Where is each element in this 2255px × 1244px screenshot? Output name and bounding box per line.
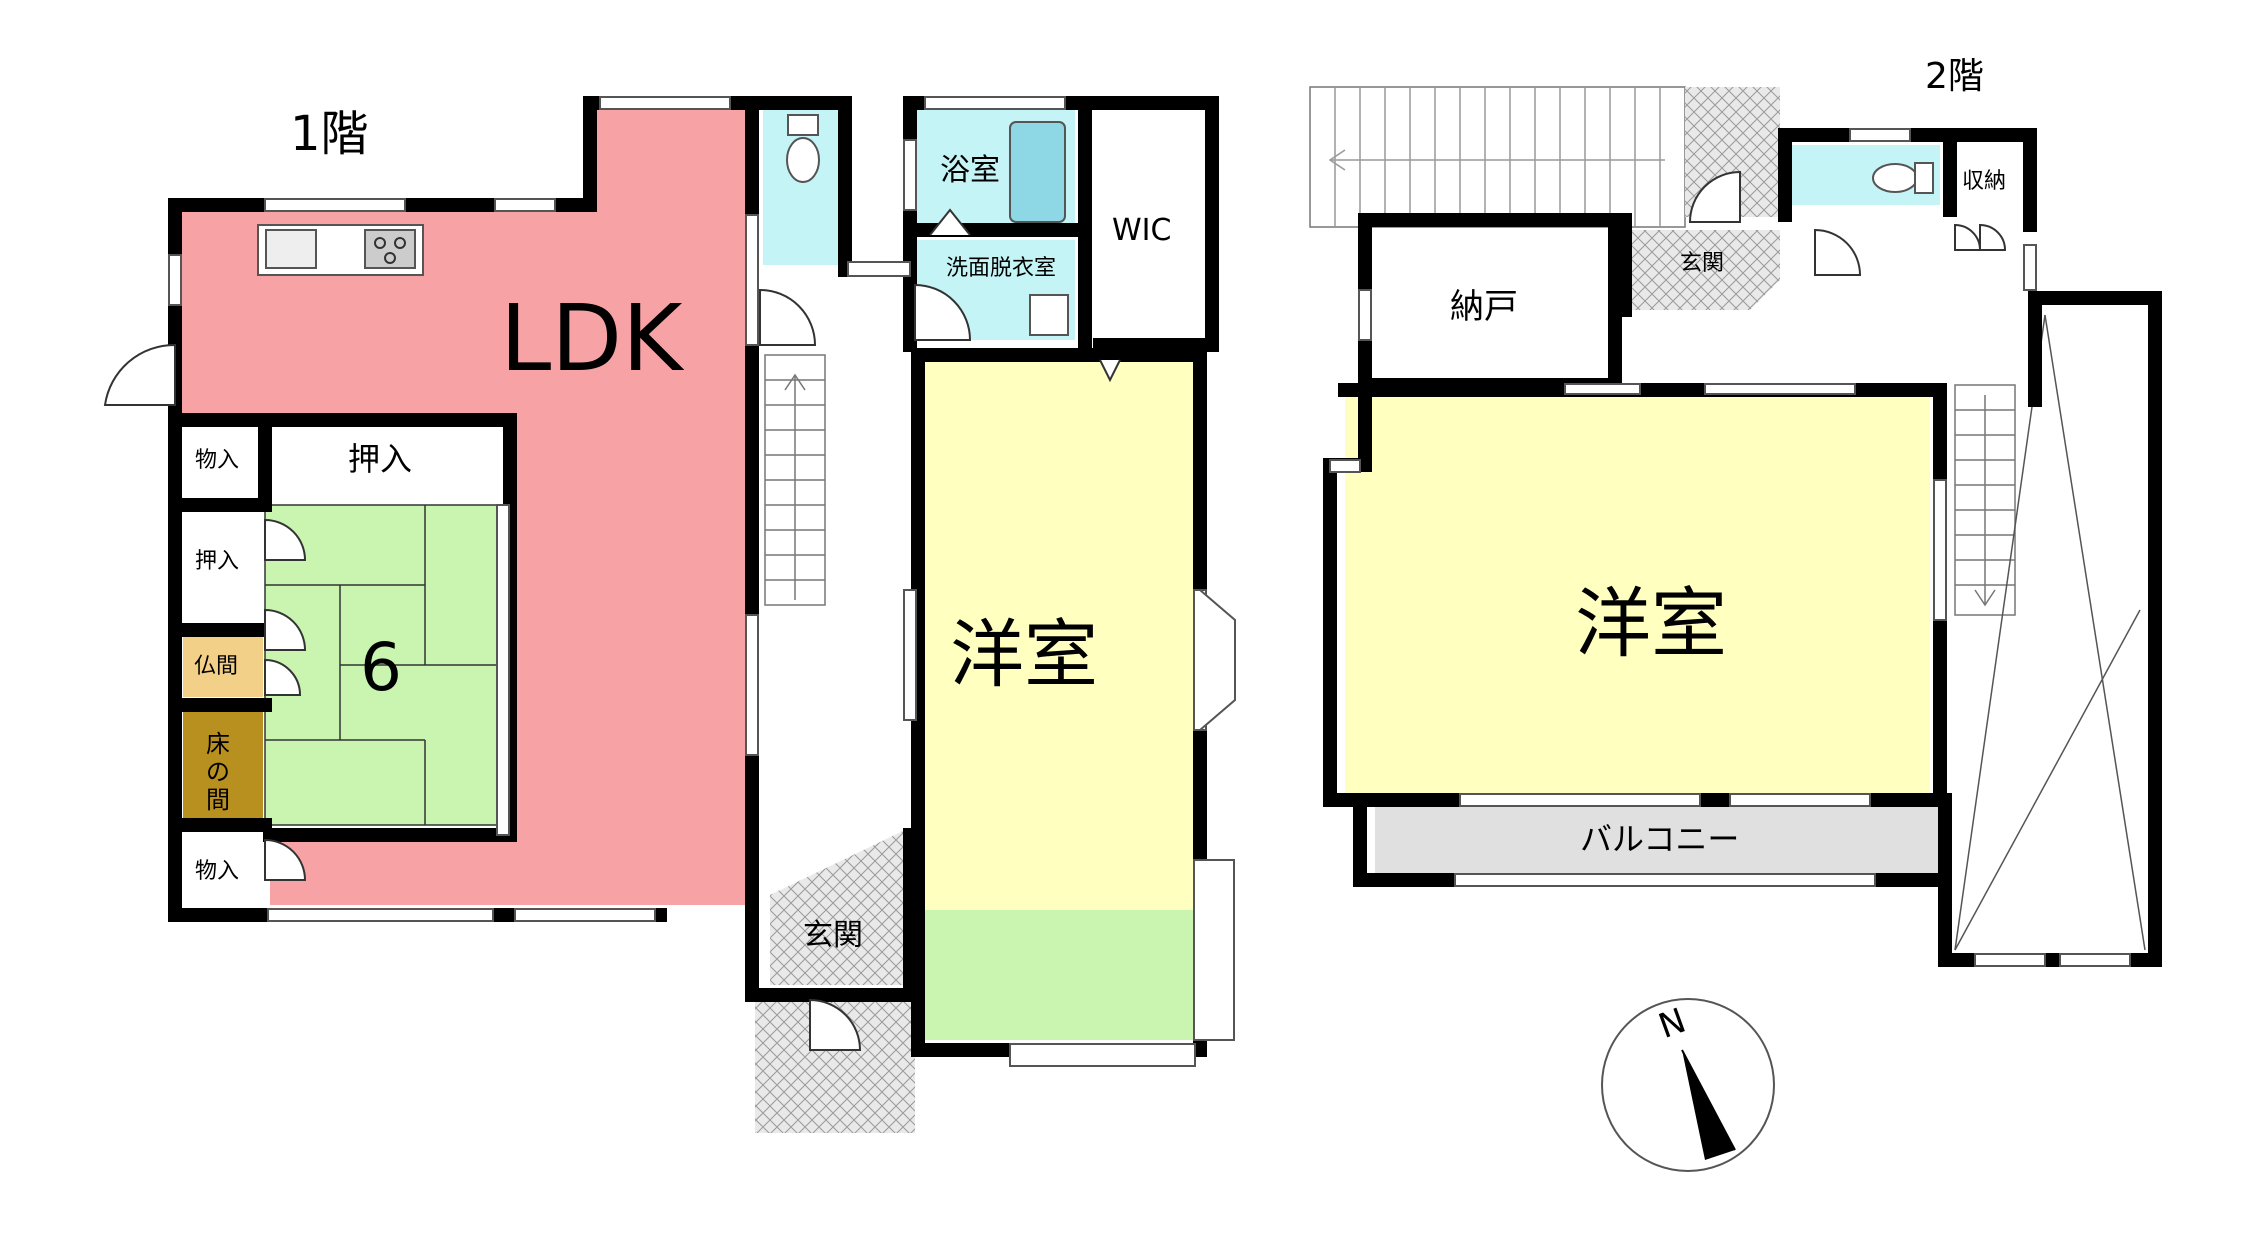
void-outline xyxy=(1954,314,2146,951)
entrance-1-tile xyxy=(770,830,905,985)
tokonoma-label: 床 の 間 xyxy=(206,730,230,814)
entrance-2-label: 玄関 xyxy=(1680,251,1724,276)
floor-2 xyxy=(1309,86,2162,967)
tatami-count-label: 6 xyxy=(360,629,402,706)
ldk-label: LDK xyxy=(500,285,685,392)
butsuma-area xyxy=(183,635,263,697)
compass-ring xyxy=(1601,998,1775,1172)
ldk-area xyxy=(180,110,748,905)
oshiire-main-label: 押入 xyxy=(348,440,412,478)
storage-label: 収納 xyxy=(1962,169,2006,194)
nando-area xyxy=(1373,230,1613,380)
bathroom-label: 浴室 xyxy=(940,153,1000,188)
svg-text:床: 床 xyxy=(206,730,230,758)
windows-floor-1 xyxy=(168,96,1235,1067)
western-room-1-label: 洋室 xyxy=(950,612,1098,698)
windows-floor-2 xyxy=(1329,128,2131,967)
toilet-icon xyxy=(786,137,820,183)
oshiire-side-label: 押入 xyxy=(195,549,239,574)
floor-1-title: 1階 xyxy=(290,106,369,162)
basin-icon xyxy=(1029,294,1069,336)
tokonoma-area xyxy=(183,712,263,822)
bay-window xyxy=(1199,589,1236,731)
western-room-1-closet-area xyxy=(925,910,1195,1040)
wic-label: WIC xyxy=(1112,213,1171,248)
stairs-top-outline xyxy=(1309,86,1686,228)
butsuma-label: 仏間 xyxy=(194,654,238,679)
oshiire-main-area xyxy=(265,428,505,503)
stairs-1 xyxy=(764,354,826,606)
floor-1 xyxy=(103,96,1236,1133)
monoire-bottom-label: 物入 xyxy=(195,859,239,884)
entrance-2-tile xyxy=(1625,230,1780,310)
bathtub-icon xyxy=(1009,121,1066,223)
toilet-2-icon xyxy=(1872,163,1918,193)
stove-icon xyxy=(364,229,416,269)
monoire-top-label: 物入 xyxy=(195,448,239,473)
doors-floor-2 xyxy=(1688,170,2007,276)
washroom-label: 洗面脱衣室 xyxy=(946,256,1056,281)
nando-label: 納戸 xyxy=(1450,287,1518,327)
western-room-2-area xyxy=(1345,395,1930,795)
doors-floor-1 xyxy=(103,208,1121,1051)
svg-text:間: 間 xyxy=(206,786,230,814)
entrance-1-label: 玄関 xyxy=(803,918,863,953)
western-room-1-area xyxy=(925,360,1195,910)
compass-needle xyxy=(1682,1050,1735,1160)
stairs-2 xyxy=(1954,384,2016,616)
balcony-label: バルコニー xyxy=(1580,820,1739,858)
balcony-area xyxy=(1375,805,1940,875)
sink-icon xyxy=(265,229,317,269)
compass: N xyxy=(1601,998,1775,1172)
floor-2-title: 2階 xyxy=(1925,56,1984,97)
svg-text:の: の xyxy=(206,758,230,786)
western-room-2-label: 洋室 xyxy=(1575,579,1727,668)
